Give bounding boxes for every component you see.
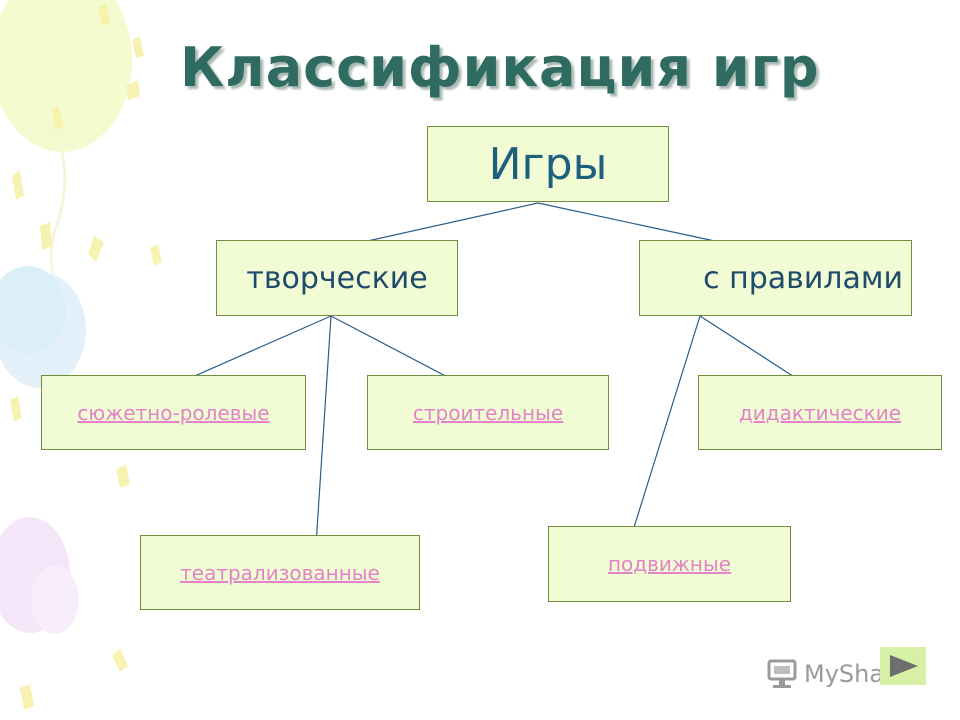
next-slide-button[interactable] <box>880 647 926 685</box>
confetti-decoration <box>10 4 162 710</box>
node-tvorcheskie: творческие <box>216 240 458 316</box>
node-s-pravilami-label: с правилами <box>703 260 903 296</box>
node-root-label: Игры <box>488 138 608 190</box>
node-podvizhnye: подвижные <box>548 526 791 602</box>
monitor-icon <box>767 659 797 688</box>
link-syuzhetno-rolevye[interactable]: сюжетно-ролевые <box>77 400 270 425</box>
next-slide-icon <box>890 655 918 677</box>
node-stroitelnye: строительные <box>367 375 609 450</box>
node-tvorcheskie-label: творческие <box>246 260 428 296</box>
node-teatralizovannye: театрализованные <box>140 535 420 610</box>
link-podvizhnye[interactable]: подвижные <box>607 552 732 576</box>
link-teatralizovannye[interactable]: театрализованные <box>180 560 380 585</box>
link-didakticheskie[interactable]: дидактические <box>738 400 902 425</box>
node-didakticheskie: дидактические <box>698 375 942 450</box>
node-s-pravilami: с правилами <box>639 240 912 316</box>
link-stroitelnye[interactable]: строительные <box>412 400 564 425</box>
node-root: Игры <box>427 126 669 202</box>
node-syuzhetno-rolevye: сюжетно-ролевые <box>41 375 306 450</box>
page-title: Классификация игр <box>180 36 820 99</box>
